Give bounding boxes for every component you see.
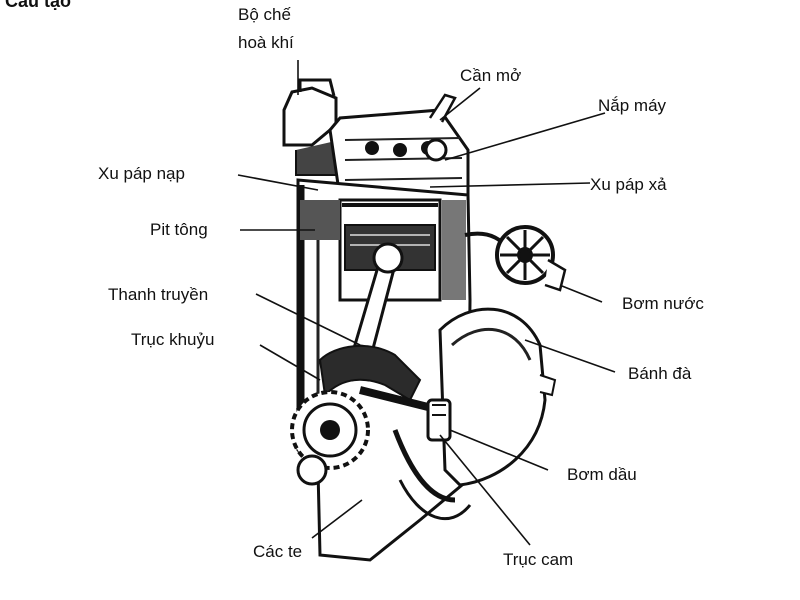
leader-crankcase (311, 499, 363, 539)
oil-pump-shape (426, 398, 452, 442)
leader-exhaust-valve (429, 182, 591, 188)
label-intake-valve: Xu páp nạp (98, 164, 185, 183)
label-water-pump: Bơm nước (622, 294, 704, 313)
leader-lines (237, 60, 616, 546)
camshaft-shape (392, 429, 472, 521)
leader-oil-pump (449, 429, 549, 471)
leader-camshaft (439, 434, 531, 546)
leader-intake-valve (237, 174, 319, 191)
leader-connecting-rod (255, 293, 361, 346)
label-crankcase: Các te (253, 542, 303, 561)
leader-water-pump (561, 285, 603, 303)
flywheel-housing-shape (438, 307, 557, 487)
cylinder-head-shape (328, 93, 470, 200)
label-exhaust-valve: Xu páp xả (590, 175, 667, 194)
label-rocker-arm: Cần mở (460, 66, 522, 85)
label-cylinder-head: Nắp máy (598, 96, 667, 115)
leader-crankshaft (259, 344, 321, 381)
label-carburetor-line1: Bộ chế (238, 5, 291, 24)
water-pump-shape (464, 225, 567, 292)
label-flywheel: Bánh đà (628, 364, 692, 383)
label-piston: Pit tông (150, 220, 208, 239)
label-camshaft: Trục cam (503, 550, 574, 569)
label-oil-pump: Bơm dầu (567, 465, 637, 484)
label-connecting-rod: Thanh truyền (108, 285, 209, 304)
front-gear-shape (290, 390, 370, 486)
leader-rocker-arm (439, 87, 481, 121)
leader-flywheel (524, 339, 616, 373)
label-carburetor-line2: hoà khí (238, 33, 294, 52)
diagram-heading: Cấu tạo (5, 0, 72, 11)
leader-cylinder-head (444, 112, 606, 161)
carburetor-shape (282, 78, 341, 176)
label-crankshaft: Trục khuỷu (131, 330, 215, 349)
